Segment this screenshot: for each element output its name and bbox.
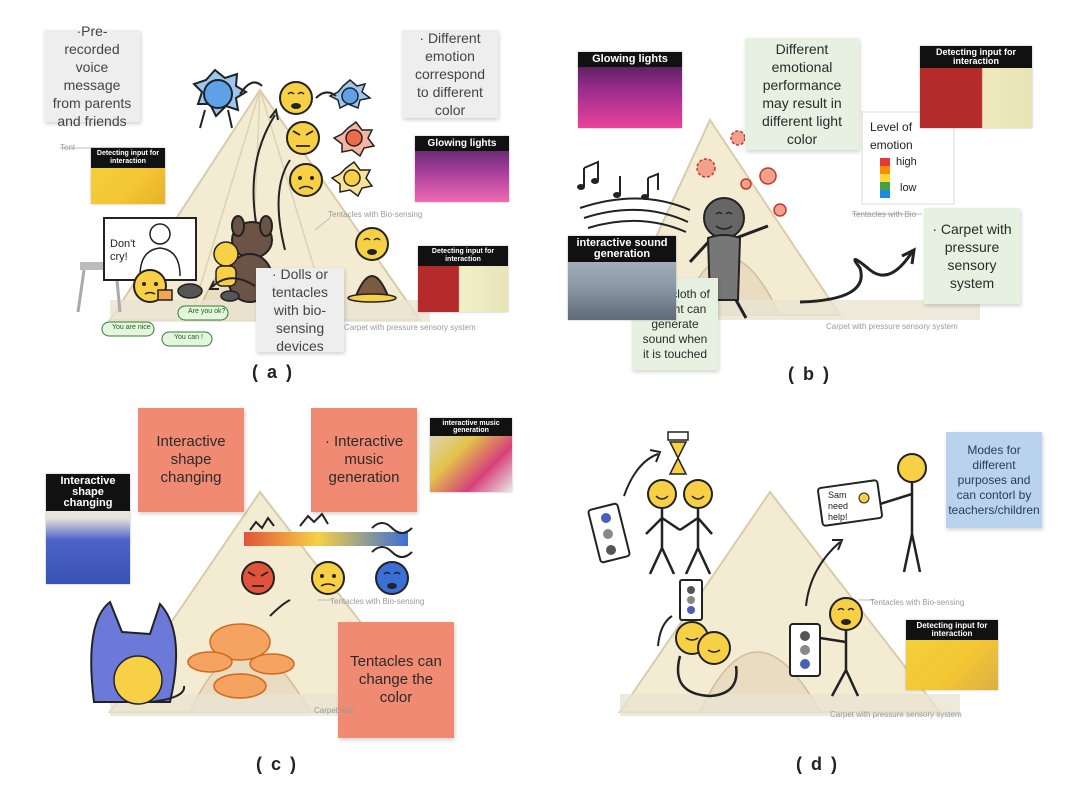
angry-face-icon: [286, 121, 320, 155]
crying-face-icon: [375, 561, 409, 595]
tag-carpet: Carpet with pressure sensory system: [344, 323, 476, 332]
red-light-icon: [332, 120, 376, 158]
crying-child-figure: [819, 597, 863, 697]
note-emotional-performance: Different emotional performance may resu…: [745, 38, 859, 150]
note-tentacles-color: Tentacles can change the color: [338, 622, 454, 738]
happy-child-figures: [645, 479, 713, 575]
panel-c: Interactive shape changing · Interactive…: [0, 402, 540, 804]
photo-detecting-input-2: Detecting input for interaction: [418, 246, 508, 312]
yellow-doll-icon: [213, 241, 239, 287]
tag-carpet-b: Carpet with pressure sensory system: [826, 322, 958, 331]
tag-tentacles-b: Tentacles with Bio: [852, 210, 917, 219]
panel-b-label: ( b ): [788, 364, 831, 384]
glowing-light-icon: [192, 68, 248, 129]
traffic-light-icon-3: [679, 579, 703, 621]
orange-tentacles-icon: [187, 623, 295, 699]
bubble-are-you-ok: Are you ok?: [188, 308, 226, 315]
tag-tentacles: Tentacles with Bio-sensing: [328, 210, 423, 219]
yellow-light-icon: [330, 160, 374, 198]
speaker-button-icon: [177, 283, 240, 302]
teacher-figure: [879, 453, 927, 573]
photo-detecting-input-d: Detecting input for interaction: [906, 620, 998, 690]
tag-tentacles-c: Tentacles with Bio-sensing: [330, 597, 425, 606]
level-low: low: [900, 182, 917, 194]
neutral-face-icon: [311, 561, 345, 595]
angry-face-icon: [241, 561, 275, 595]
bubble-you-are-nice: You are nice: [112, 324, 151, 331]
sad-face-icon: [289, 163, 323, 197]
tag-tent: Tent: [60, 143, 76, 152]
drawing-board-text: Don't cry!: [110, 238, 136, 263]
bubble-you-can: You can !: [174, 334, 203, 341]
panel-d: Modes for different purposes and can con…: [540, 402, 1080, 804]
note-voice-message: ·Pre-recorded voice message from parents…: [44, 23, 140, 129]
panel-d-label: ( d ): [796, 754, 839, 774]
photo-detecting-input-1: Detecting input for interaction: [91, 148, 165, 204]
note-cloth-sound: · The cloth of the tent can generate sou…: [632, 278, 718, 370]
panel-a-illustration: [60, 68, 430, 347]
note-modes: Modes for different purposes and can con…: [946, 432, 1042, 528]
photo-glowing-lights-b: Glowing lights: [578, 52, 682, 128]
traffic-light-icon: [587, 502, 631, 564]
note-shape-changing: Interactive shape changing: [138, 408, 244, 512]
music-notes-icon: [577, 160, 691, 233]
panel-d-illustration: [587, 431, 960, 716]
tag-carpet-c: Carpet with: [314, 706, 355, 715]
blue-plush-icon: [90, 600, 186, 705]
help-sign: [817, 479, 883, 527]
note-dolls-tentacles: · Dolls or tentacles with bio-sensing de…: [256, 266, 344, 354]
crying-face-icon: [279, 81, 313, 115]
tag-carpet-d: Carpet with pressure sensory system: [830, 710, 962, 719]
comforting-children-figures: [675, 621, 738, 698]
crying-doll-icon: [347, 227, 397, 303]
photo-shape-changing: Interactive shape changing: [46, 474, 130, 584]
level-high: high: [896, 156, 917, 168]
note-emotion-color: · Different emotion correspond to differ…: [402, 30, 498, 118]
tag-tentacles-d: Tentacles with Bio-sensing: [870, 598, 965, 607]
note-music-generation: · Interactive music generation: [311, 408, 417, 512]
panel-a: ·Pre-recorded voice message from parents…: [0, 0, 540, 402]
panel-b: Different emotional performance may resu…: [540, 0, 1080, 402]
photo-interactive-sound: interactive sound generation: [568, 236, 676, 320]
sign-text: Sam need help!: [828, 490, 849, 522]
photo-music-generation: interactive music generation: [430, 418, 512, 492]
photo-detecting-input-b: Detecting input for interaction: [920, 46, 1032, 128]
worried-face-icon: [133, 269, 173, 303]
hourglass-icon: [667, 431, 689, 475]
level-title: Level of emotion: [870, 120, 913, 152]
blue-light-icon: [328, 79, 372, 110]
photo-glowing-lights: Glowing lights: [415, 136, 509, 202]
note-carpet-pressure: · Carpet with pressure sensory system: [924, 208, 1020, 304]
panel-a-label: ( a ): [252, 362, 295, 382]
traffic-light-icon-2: [789, 623, 821, 677]
panel-c-label: ( c ): [256, 754, 299, 774]
